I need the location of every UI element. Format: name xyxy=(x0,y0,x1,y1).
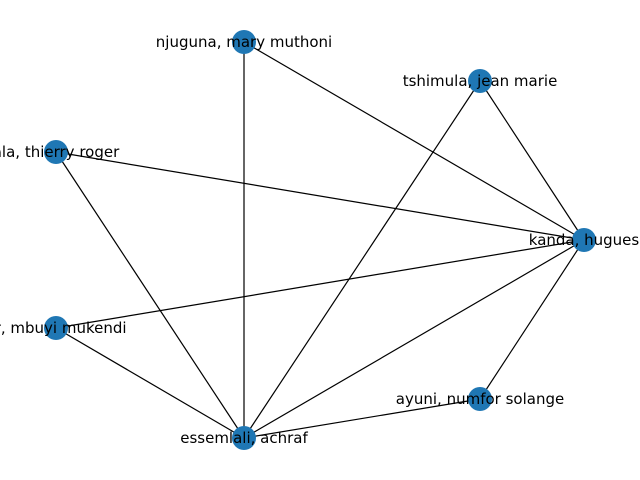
node-label-ayuni: ayuni, numfor solange xyxy=(396,390,564,408)
node-mbuyi xyxy=(44,316,68,340)
edge-thierry-kanda xyxy=(55,151,585,241)
edge-njuguna-kanda xyxy=(243,41,585,241)
node-label-thierry: ala, thierry roger xyxy=(0,143,120,161)
edge-kanda-essemlali xyxy=(243,239,585,439)
nodes-layer xyxy=(44,30,596,450)
node-label-tshimula: tshimula, jean marie xyxy=(403,72,558,90)
node-label-njuguna: njuguna, mary muthoni xyxy=(156,33,332,51)
node-ayuni xyxy=(468,387,492,411)
edge-kanda-ayuni xyxy=(479,239,585,400)
edge-tshimula-kanda xyxy=(479,80,585,241)
node-label-essemlali: essemlali, achraf xyxy=(180,429,308,447)
node-thierry xyxy=(44,140,68,164)
node-kanda xyxy=(572,228,596,252)
labels-layer: njuguna, mary muthoni tshimula, jean mari… xyxy=(0,33,639,447)
edge-mbuyi-essemlali xyxy=(55,327,245,439)
edges-layer xyxy=(55,41,585,439)
node-label-kanda: kanda, hugues xyxy=(529,231,640,249)
edge-mbuyi-kanda xyxy=(55,239,585,329)
node-njuguna xyxy=(232,30,256,54)
node-essemlali xyxy=(232,426,256,450)
node-label-mbuyi: er, mbuyi mukendi xyxy=(0,319,127,337)
edge-tshimula-essemlali xyxy=(243,80,481,439)
edge-ayuni-essemlali xyxy=(243,398,481,439)
edge-thierry-essemlali xyxy=(55,151,245,439)
node-tshimula xyxy=(468,69,492,93)
